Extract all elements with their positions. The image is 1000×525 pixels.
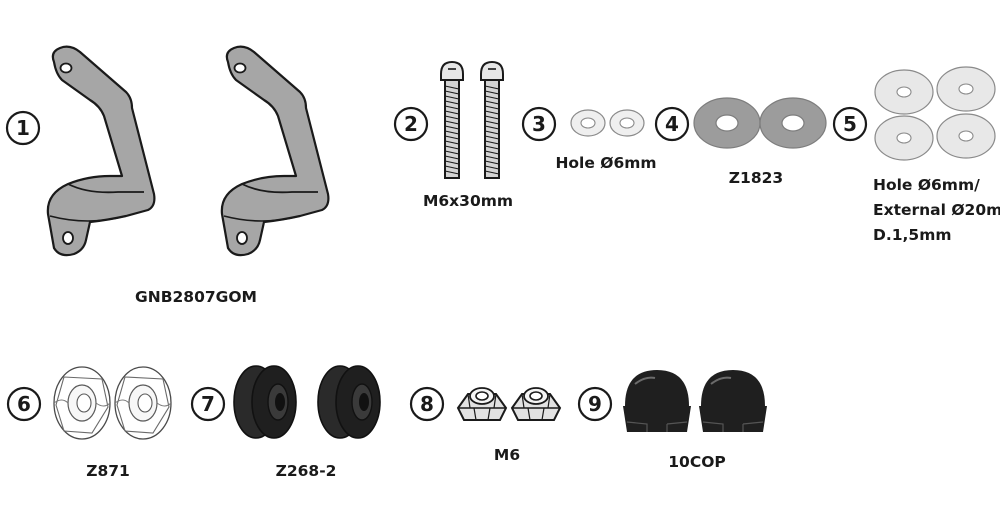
cap-right-illustration <box>698 369 768 433</box>
part-5-label-line-1: Hole Ø6mm/ <box>873 176 980 194</box>
part-2-label: M6x30mm <box>423 192 513 210</box>
part-1-label: GNB2807GOM <box>135 288 257 306</box>
nut-right-illustration <box>511 387 561 421</box>
nut-left-illustration <box>457 387 507 421</box>
small-washer-left-illustration <box>570 109 606 137</box>
screw-left-illustration <box>440 61 464 179</box>
small-washer-right-illustration <box>609 109 645 137</box>
part-9-number: 9 <box>588 392 602 416</box>
part-7-number: 7 <box>201 392 215 416</box>
bracket-right-illustration <box>220 45 330 257</box>
grey-washer-right-illustration <box>759 97 827 149</box>
part-6-label: Z871 <box>86 462 130 480</box>
large-washer-bottom-left-illustration <box>874 115 934 161</box>
grey-washer-left-illustration <box>693 97 761 149</box>
part-4-number: 4 <box>665 112 679 136</box>
part-5-label-line-2: External Ø20mm/ <box>873 201 1000 219</box>
grommet-left-illustration <box>53 366 111 440</box>
screw-right-illustration <box>480 61 504 179</box>
large-washer-top-left-illustration <box>874 69 934 115</box>
cap-left-illustration <box>622 369 692 433</box>
large-washer-bottom-right-illustration <box>936 113 996 159</box>
rubber-spacer-right-illustration <box>317 365 381 439</box>
part-5-number: 5 <box>843 112 857 136</box>
grommet-right-illustration <box>114 366 172 440</box>
part-1-number: 1 <box>16 116 30 140</box>
rubber-spacer-left-illustration <box>233 365 297 439</box>
part-4-label: Z1823 <box>729 169 783 187</box>
part-3-label: Hole Ø6mm <box>555 154 656 172</box>
part-2-number: 2 <box>404 112 418 136</box>
part-6-number: 6 <box>17 392 31 416</box>
part-8-label: M6 <box>494 446 520 464</box>
bracket-left-illustration <box>46 45 156 257</box>
part-8-number: 8 <box>420 392 434 416</box>
part-7-label: Z268-2 <box>276 462 337 480</box>
part-5-label-line-3: D.1,5mm <box>873 226 952 244</box>
part-9-label: 10COP <box>668 453 725 471</box>
part-3-number: 3 <box>532 112 546 136</box>
large-washer-top-right-illustration <box>936 66 996 112</box>
